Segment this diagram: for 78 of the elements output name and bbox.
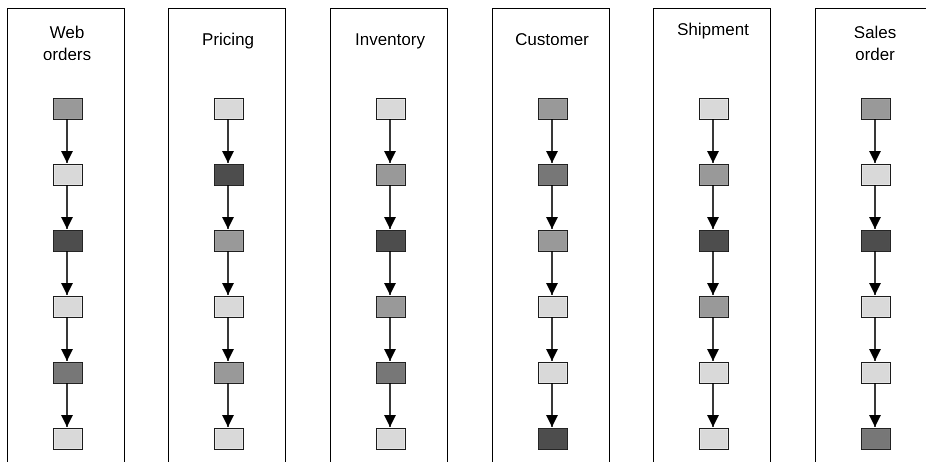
arrow: [384, 119, 396, 163]
column-heading: Pricing: [201, 29, 255, 51]
process-box: [214, 164, 244, 186]
process-box: [538, 428, 568, 450]
arrow: [222, 317, 234, 361]
process-box: [376, 362, 406, 384]
process-box: [861, 296, 891, 318]
process-box: [699, 230, 729, 252]
swimlane-column: [7, 8, 125, 462]
swimlane-column: [168, 8, 286, 462]
arrow: [546, 185, 558, 229]
process-box: [861, 428, 891, 450]
arrow: [61, 185, 73, 229]
arrow: [222, 185, 234, 229]
arrow: [384, 251, 396, 295]
arrow: [546, 317, 558, 361]
column-heading: Shipment: [676, 19, 750, 41]
arrow: [707, 119, 719, 163]
arrow: [869, 317, 881, 361]
process-box: [538, 164, 568, 186]
arrow: [61, 383, 73, 427]
process-box: [214, 362, 244, 384]
column-heading: Web orders: [42, 22, 92, 66]
arrow: [384, 383, 396, 427]
process-box: [861, 362, 891, 384]
arrow: [869, 383, 881, 427]
process-box: [53, 230, 83, 252]
process-box: [699, 362, 729, 384]
arrow: [222, 251, 234, 295]
column-heading: Sales order: [852, 22, 898, 66]
arrow: [61, 119, 73, 163]
arrow: [384, 185, 396, 229]
process-box: [538, 296, 568, 318]
process-box: [376, 230, 406, 252]
arrow: [707, 317, 719, 361]
process-box: [376, 98, 406, 120]
process-box: [214, 98, 244, 120]
arrow: [707, 185, 719, 229]
process-box: [53, 428, 83, 450]
process-box: [53, 164, 83, 186]
arrow: [222, 119, 234, 163]
swimlane-column: [815, 8, 926, 462]
process-box: [861, 230, 891, 252]
arrow: [869, 251, 881, 295]
arrow: [869, 119, 881, 163]
arrow: [384, 317, 396, 361]
process-box: [699, 428, 729, 450]
arrow: [222, 383, 234, 427]
arrow: [546, 251, 558, 295]
arrow: [546, 119, 558, 163]
process-box: [53, 296, 83, 318]
process-box: [538, 362, 568, 384]
arrow: [869, 185, 881, 229]
process-box: [214, 296, 244, 318]
process-box: [538, 98, 568, 120]
arrow: [61, 317, 73, 361]
arrow: [61, 251, 73, 295]
swimlane-column: [653, 8, 771, 462]
process-box: [699, 164, 729, 186]
process-box: [214, 428, 244, 450]
process-box: [376, 296, 406, 318]
process-box: [861, 164, 891, 186]
process-box: [699, 296, 729, 318]
process-box: [214, 230, 244, 252]
column-heading: Inventory: [354, 29, 426, 51]
swimlane-column: [492, 8, 610, 462]
column-heading: Customer: [514, 29, 590, 51]
swimlane-column: [330, 8, 448, 462]
arrow: [546, 383, 558, 427]
process-box: [538, 230, 568, 252]
process-box: [861, 98, 891, 120]
arrow: [707, 383, 719, 427]
process-box: [376, 164, 406, 186]
process-box: [53, 98, 83, 120]
process-box: [376, 428, 406, 450]
process-box: [699, 98, 729, 120]
process-box: [53, 362, 83, 384]
arrow: [707, 251, 719, 295]
